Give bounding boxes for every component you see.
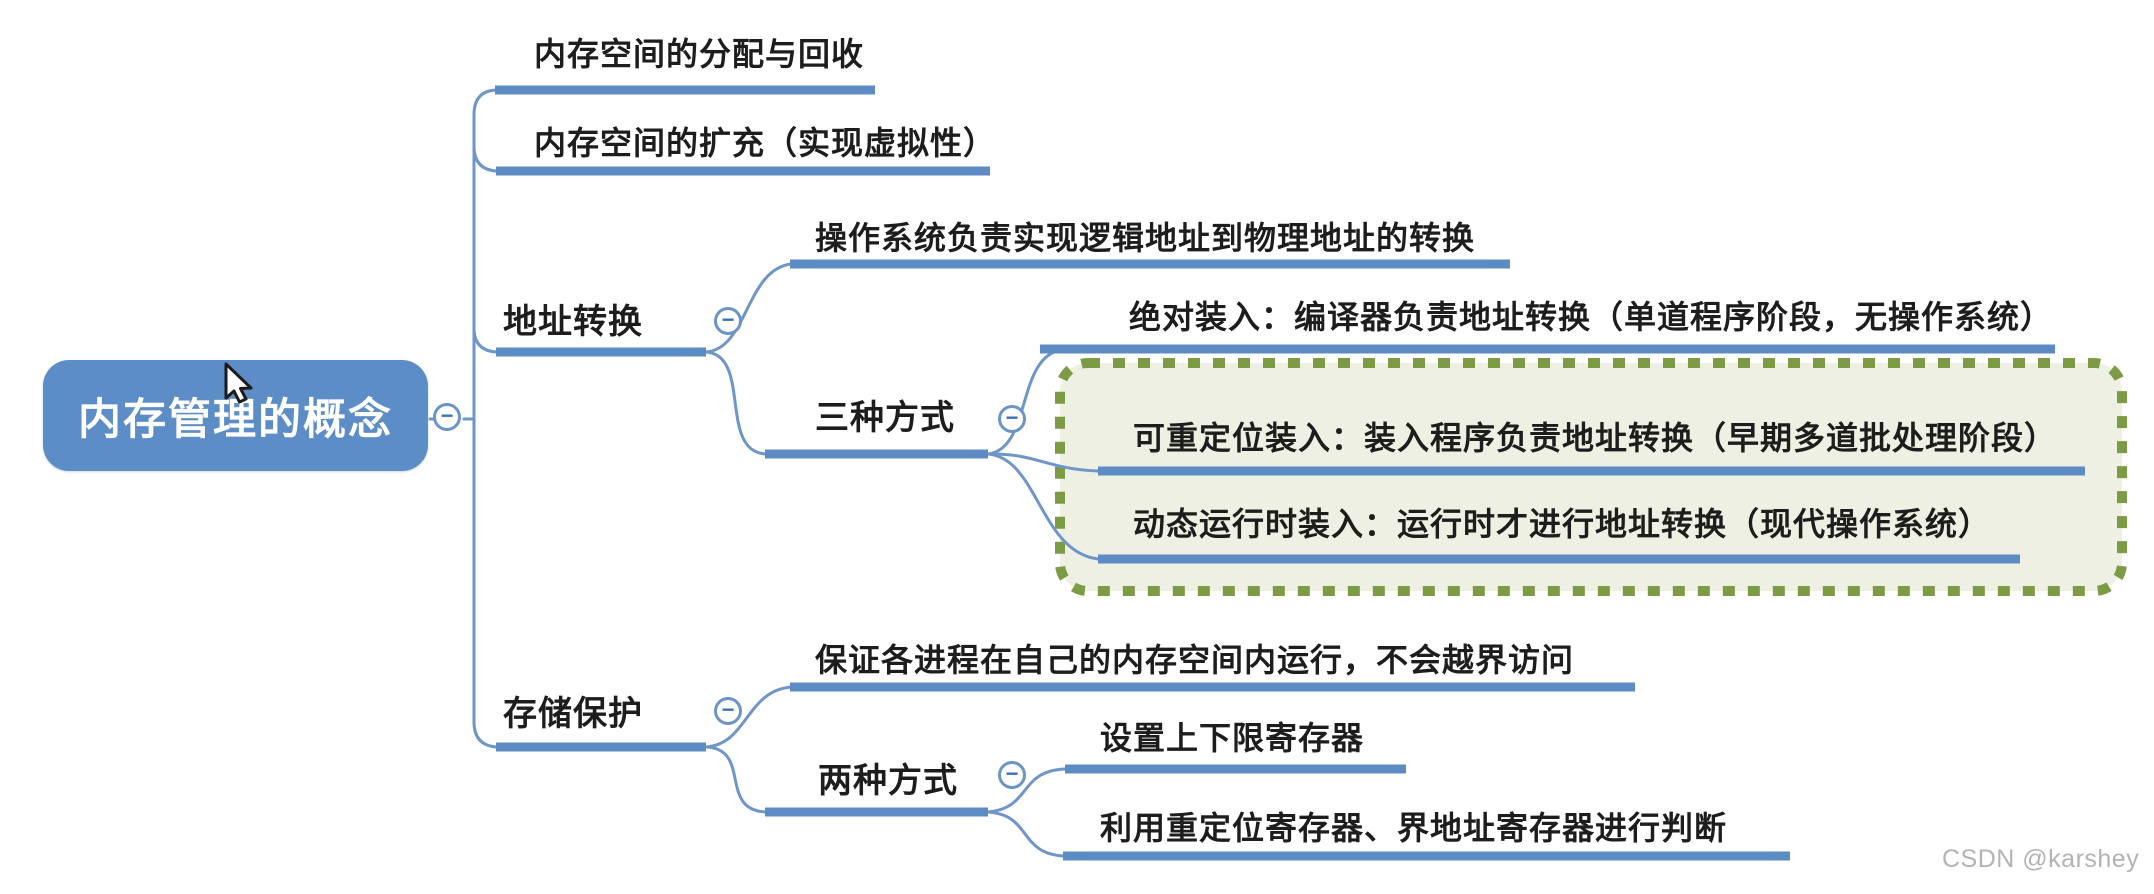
connector-two-to-use: [986, 810, 1065, 858]
topic-underlines: [495, 85, 2085, 861]
connector-curves: [428, 88, 1100, 858]
collapse-button-root[interactable]: −: [433, 403, 461, 431]
root-topic-label: 内存管理的概念: [78, 395, 393, 444]
topic-dynamic-runtime-loading[interactable]: 动态运行时装入：运行时才进行地址转换（现代操作系统）: [1133, 506, 1992, 542]
topic-relocation-limit-registers[interactable]: 利用重定位寄存器、界地址寄存器进行判断: [1100, 810, 1728, 846]
connector-elbow-address: [472, 328, 499, 354]
minus-icon: −: [721, 306, 735, 332]
connector-trunk: [472, 88, 498, 749]
collapse-button-address-translation[interactable]: −: [714, 307, 742, 335]
connector-three-to-absolute: [986, 348, 1064, 456]
collapse-button-two-methods[interactable]: −: [998, 761, 1026, 789]
topic-address-translation[interactable]: 地址转换: [503, 303, 643, 341]
collapse-button-three-methods[interactable]: −: [998, 405, 1026, 433]
topic-storage-protection[interactable]: 存储保护: [503, 695, 643, 733]
topic-protection-description[interactable]: 保证各进程在自己的内存空间内运行，不会越界访问: [815, 642, 1575, 678]
mouse-cursor-icon: [224, 362, 253, 404]
topic-absolute-loading[interactable]: 绝对装入：编译器负责地址转换（单道程序阶段，无操作系统）: [1129, 299, 2054, 335]
minus-icon: −: [1005, 404, 1019, 430]
minus-icon: −: [1005, 760, 1019, 786]
collapse-button-storage-protection[interactable]: −: [714, 697, 742, 725]
topic-os-address-translation[interactable]: 操作系统负责实现逻辑地址到物理地址的转换: [815, 220, 1476, 256]
boundary-box[interactable]: [1055, 358, 2127, 596]
connector-protect-to-desc: [704, 685, 794, 749]
topic-two-methods[interactable]: 两种方式: [818, 762, 958, 800]
connector-elbow-expansion: [472, 146, 499, 173]
minus-icon: −: [440, 402, 454, 428]
topic-memory-expansion[interactable]: 内存空间的扩充（实现虚拟性）: [534, 125, 997, 161]
connector-address-to-os: [704, 262, 794, 354]
topic-relocatable-loading[interactable]: 可重定位装入：装入程序负责地址转换（早期多道批处理阶段）: [1133, 420, 2058, 456]
topic-memory-allocation-recycling[interactable]: 内存空间的分配与回收: [534, 36, 865, 72]
topic-three-methods[interactable]: 三种方式: [815, 399, 955, 437]
connector-three-to-relocatable: [986, 452, 1100, 473]
connector-protect-to-two: [704, 745, 768, 814]
minus-icon: −: [721, 696, 735, 722]
connector-two-to-set: [986, 767, 1067, 814]
connector-three-to-dynamic: [986, 452, 1100, 561]
watermark: CSDN @karshey: [1942, 845, 2140, 873]
topic-upper-lower-limit-registers[interactable]: 设置上下限寄存器: [1100, 720, 1365, 756]
connector-address-to-three: [704, 350, 768, 456]
